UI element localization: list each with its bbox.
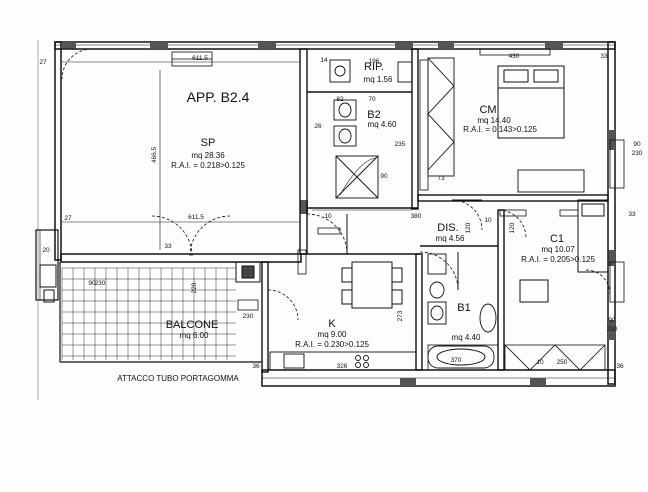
windows [171,48,625,371]
svg-text:90: 90 [633,141,641,148]
svg-text:36: 36 [616,363,624,370]
svg-text:27: 27 [39,59,47,66]
interior-walls [261,48,609,373]
svg-text:90: 90 [608,317,616,324]
room-rip-name: RIP. [364,61,384,73]
svg-text:14: 14 [320,57,328,64]
radiator-icons [237,209,579,311]
dimension-lines [62,61,412,250]
room-k-name: K [328,318,336,330]
svg-text:326: 326 [337,363,348,370]
svg-text:370: 370 [451,357,462,364]
svg-text:33: 33 [164,243,172,250]
svg-text:90: 90 [88,280,96,287]
boiler-icon [39,261,261,303]
svg-text:33: 33 [600,53,608,60]
svg-text:611.5: 611.5 [188,214,204,221]
svg-text:250: 250 [557,359,568,366]
svg-text:230: 230 [607,326,618,333]
room-c1-name: C1 [550,233,564,245]
svg-text:380: 380 [411,213,422,220]
room-b2-area: mq 4.60 [368,120,397,129]
sanitary-b2 [329,59,413,199]
room-balcone-area: mq 6.00 [180,331,209,340]
bed-icon [497,65,565,139]
room-balcone-name: BALCONE [166,319,219,331]
room-k-area: mq 9.00 [318,330,347,339]
single-bed-icon [519,199,609,303]
svg-text:36: 36 [252,363,260,370]
room-rip-area: mq 1.56 [364,75,393,84]
storage-column [419,59,429,191]
room-b1-name: B1 [457,302,470,314]
room-k-rai: R.A.I. = 0.230>0.125 [295,340,369,349]
svg-text:82: 82 [336,96,344,103]
sanitary-b1 [427,253,497,369]
svg-text:73: 73 [437,175,445,182]
room-cm-rai: R.A.I. = 0.143>0.125 [463,125,537,134]
table-icon [341,261,403,309]
apartment-title: APP. B2.4 [187,89,250,105]
svg-text:430: 430 [509,53,520,60]
room-c1-rai: R.A.I. = 0.205>0.125 [521,255,595,264]
svg-text:26: 26 [314,123,322,130]
svg-text:120: 120 [509,222,516,233]
svg-text:90: 90 [380,173,388,180]
svg-text:33: 33 [628,211,636,218]
room-b2-name: B2 [367,109,380,121]
svg-text:230: 230 [95,280,106,287]
room-sp-rai: R.A.I. = 0.218>0.125 [171,161,245,170]
svg-text:273: 273 [397,310,404,321]
svg-text:70: 70 [368,96,376,103]
kitchen-counter-icon [269,351,417,371]
svg-text:196: 196 [369,58,380,65]
room-sp-area: mq 28.36 [191,151,225,160]
room-dis-name: DIS. [437,222,458,234]
svg-text:10: 10 [536,359,544,366]
svg-text:10: 10 [324,213,332,220]
room-cm-area: mq 14.40 [477,116,511,125]
wall-hatch [62,42,615,386]
dimension-labels: 27 27 14 611.5 611.5 466.5 196 82 70 26 … [39,53,642,370]
room-c1-area: mq 10.07 [541,245,575,254]
svg-text:230: 230 [243,313,254,320]
room-sp-name: SP [201,137,216,149]
svg-text:120: 120 [465,222,472,233]
svg-text:10: 10 [484,217,492,224]
svg-text:220: 220 [191,282,198,293]
room-b1-area: mq 4.40 [452,333,481,342]
door-leaves [62,48,482,290]
footer-note: ATTACCO TUBO PORTAGOMMA [117,374,239,383]
svg-text:466.5: 466.5 [151,146,158,163]
room-labels: APP. B2.4 SP mq 28.36 R.A.I. = 0.218>0.1… [117,61,595,383]
balcony-tiles [61,267,236,360]
svg-text:230: 230 [632,150,643,157]
svg-text:20: 20 [42,247,50,254]
svg-text:611.5: 611.5 [192,55,208,62]
room-cm-name: CM [479,104,496,116]
room-dis-area: mq 4.56 [436,234,465,243]
svg-text:27: 27 [64,215,72,222]
svg-text:235: 235 [395,141,406,148]
